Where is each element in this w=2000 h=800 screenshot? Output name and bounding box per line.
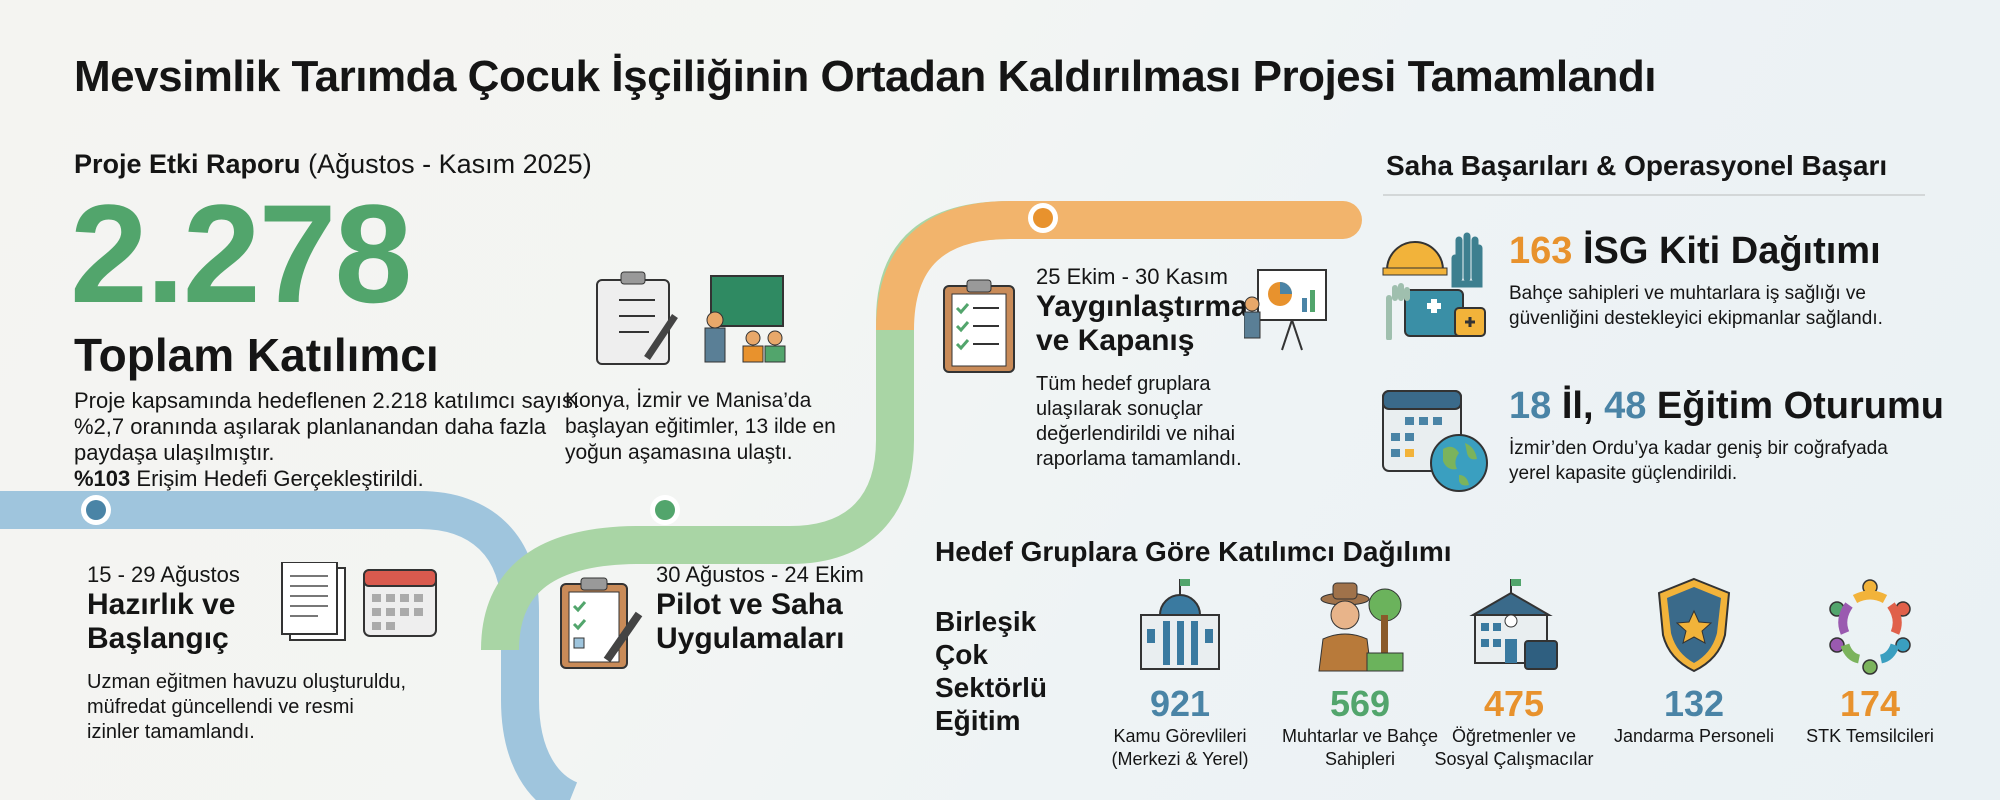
clipboard-pen-icon (560, 577, 643, 669)
groups-side-label: Birleşik Çok Sektörlü Eğitim (935, 606, 1048, 736)
phase-3: 25 Ekim - 30 Kasım Yaygınlaştırma ve Kap… (1036, 264, 1266, 472)
phase-description: Tüm hedef gruplara ulaşılarak sonuçlar d… (1036, 373, 1242, 470)
achievement-isg: 163 İSG Kiti Dağıtımı Bahçe sahipleri ve… (1509, 230, 1949, 331)
pin-green-icon (650, 495, 680, 525)
province-label: İl, (1551, 385, 1605, 427)
report-label: Proje Etki Raporu (74, 149, 301, 179)
report-subtitle: Proje Etki Raporu (Ağustos - Kasım 2025) (74, 148, 592, 180)
document-calendar-icon (281, 562, 437, 641)
report-period: (Ağustos - Kasım 2025) (308, 149, 592, 179)
group-ngo: 174 STK Temsilcileri (1785, 575, 1955, 748)
group-label: Jandarma Personeli (1613, 726, 1775, 746)
group-value: 475 (1483, 683, 1545, 724)
report-text: Proje kapsamında hedeflenen 2.218 katılı… (74, 388, 580, 465)
report-description: Proje kapsamında hedeflenen 2.218 katılı… (74, 388, 594, 492)
phase-1: 15 - 29 Ağustos Hazırlık ve Başlangıç Uz… (87, 562, 417, 745)
phase-date: 25 Ekim - 30 Kasım (1036, 264, 1228, 289)
divider (1383, 194, 1925, 196)
reach-value: %103 (74, 466, 131, 491)
phase-title: Pilot ve Saha Uygulamaları (656, 588, 845, 655)
checklist-icon (943, 279, 1015, 373)
phase-2-description: Konya, İzmir ve Manisa’da başlayan eğiti… (565, 389, 836, 464)
group-gendarmerie: 132 Jandarma Personeli (1609, 575, 1779, 748)
sessions-description: İzmir’den Ordu’ya kadar geniş bir coğraf… (1509, 438, 1888, 484)
phase-description: Uzman eğitmen havuzu oluşturuldu, müfred… (87, 671, 407, 743)
group-label: Öğretmenler ve Sosyal Çalışmacılar (1434, 726, 1594, 769)
group-value: 174 (1839, 683, 1901, 724)
shield-star-icon (1657, 577, 1731, 673)
group-value: 921 (1149, 683, 1211, 724)
groups-heading: Hedef Gruplara Göre Katılımcı Dağılımı (935, 536, 1452, 567)
pin-blue-icon (81, 495, 111, 525)
achievements-heading: Saha Başarıları & Operasyonel Başarı (1386, 150, 1888, 181)
group-teachers: 475 Öğretmenler ve Sosyal Çalışmacılar (1429, 575, 1599, 771)
achievement-sessions: 18 İl, 48 Eğitim Oturumu İzmir’den Ordu’… (1509, 385, 1949, 486)
reach-label: Erişim Hedefi Gerçekleştirildi. (136, 466, 424, 491)
safety-kit-icon (1382, 232, 1486, 340)
checklist-teacher-icon (596, 271, 786, 365)
phase-title: Yaygınlaştırma ve Kapanış (1036, 290, 1248, 357)
session-label: Eğitim Oturumu (1646, 385, 1945, 427)
group-village-heads: 569 Muhtarlar ve Bahçe Sahipleri (1275, 575, 1445, 771)
phase-date: 15 - 29 Ağustos (87, 562, 240, 587)
total-participants-value: 2.278 (70, 175, 412, 332)
group-label: STK Temsilcileri (1806, 726, 1934, 746)
page-title: Mevsimlik Tarımda Çocuk İşçiliğinin Orta… (74, 52, 1657, 101)
phase-date: 30 Ağustos - 24 Ekim (656, 562, 864, 587)
session-count: 48 (1604, 385, 1647, 427)
pin-orange-icon (1028, 203, 1058, 233)
group-value: 569 (1329, 683, 1391, 724)
isg-kit-label: İSG Kiti Dağıtımı (1572, 230, 1881, 272)
group-value: 132 (1663, 683, 1725, 724)
group-public-officials: 921 Kamu Görevlileri (Merkezi & Yerel) (1095, 575, 1265, 771)
school-briefcase-icon (1469, 579, 1558, 670)
phase-2: 30 Ağustos - 24 Ekim Pilot ve Saha Uygul… (656, 562, 956, 656)
people-circle-icon (1829, 579, 1911, 675)
government-building-icon (1140, 579, 1220, 670)
group-label: Kamu Görevlileri (Merkezi & Yerel) (1111, 726, 1249, 769)
province-count: 18 (1509, 385, 1552, 427)
presentation-icon (1244, 269, 1327, 351)
total-participants-label: Toplam Katılımcı (74, 329, 439, 381)
phase-title: Hazırlık ve Başlangıç (87, 588, 236, 655)
isg-kit-count: 163 (1509, 230, 1573, 272)
calendar-globe-icon (1382, 390, 1488, 492)
farmer-icon (1318, 582, 1404, 672)
isg-kit-description: Bahçe sahipleri ve muhtarlara iş sağlığı… (1509, 283, 1883, 329)
group-label: Muhtarlar ve Bahçe Sahipleri (1281, 726, 1439, 769)
